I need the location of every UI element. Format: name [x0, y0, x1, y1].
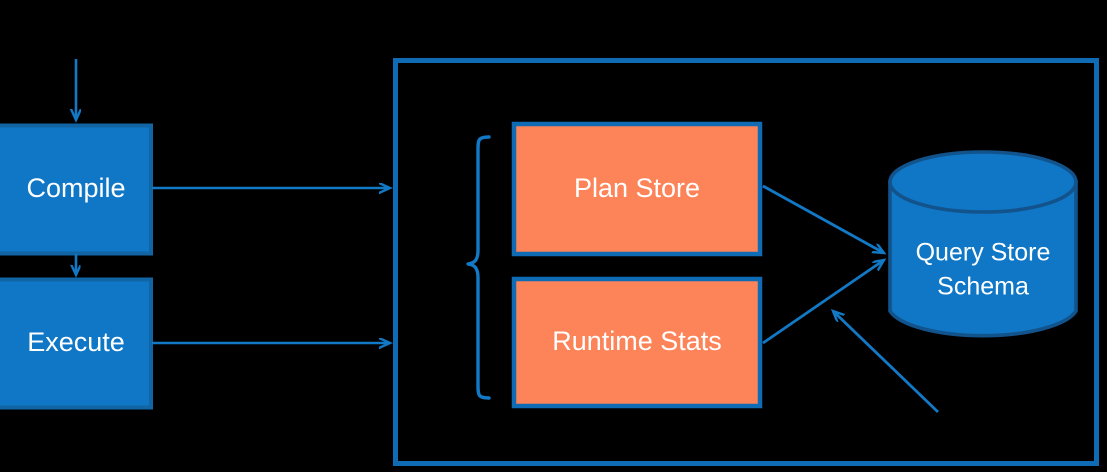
execute-box[interactable]	[0, 277, 153, 410]
query-store-schema-cylinder[interactable]	[888, 150, 1078, 338]
cylinder-body	[888, 180, 1078, 338]
plan-store-to-schema-arrow	[762, 184, 884, 253]
store-group-brace	[466, 135, 491, 400]
external-to-schema-arrow	[833, 311, 939, 414]
execute-label: Execute	[27, 327, 125, 357]
query-store-boundary	[393, 58, 1099, 466]
plan-store-box[interactable]	[511, 121, 763, 257]
compile-label: Compile	[26, 173, 125, 203]
query-store-schema-label-line2: Schema	[937, 273, 1029, 301]
runtime-stats-box[interactable]	[511, 276, 763, 409]
cylinder-top-ellipse	[888, 150, 1078, 214]
runtime-stats-label: Runtime Stats	[552, 326, 722, 356]
compile-box[interactable]	[0, 123, 153, 256]
query-store-schema-label-line1: Query Store	[916, 239, 1051, 267]
runtime-stats-to-schema-arrow	[762, 260, 884, 345]
plan-store-label: Plan Store	[574, 173, 700, 203]
